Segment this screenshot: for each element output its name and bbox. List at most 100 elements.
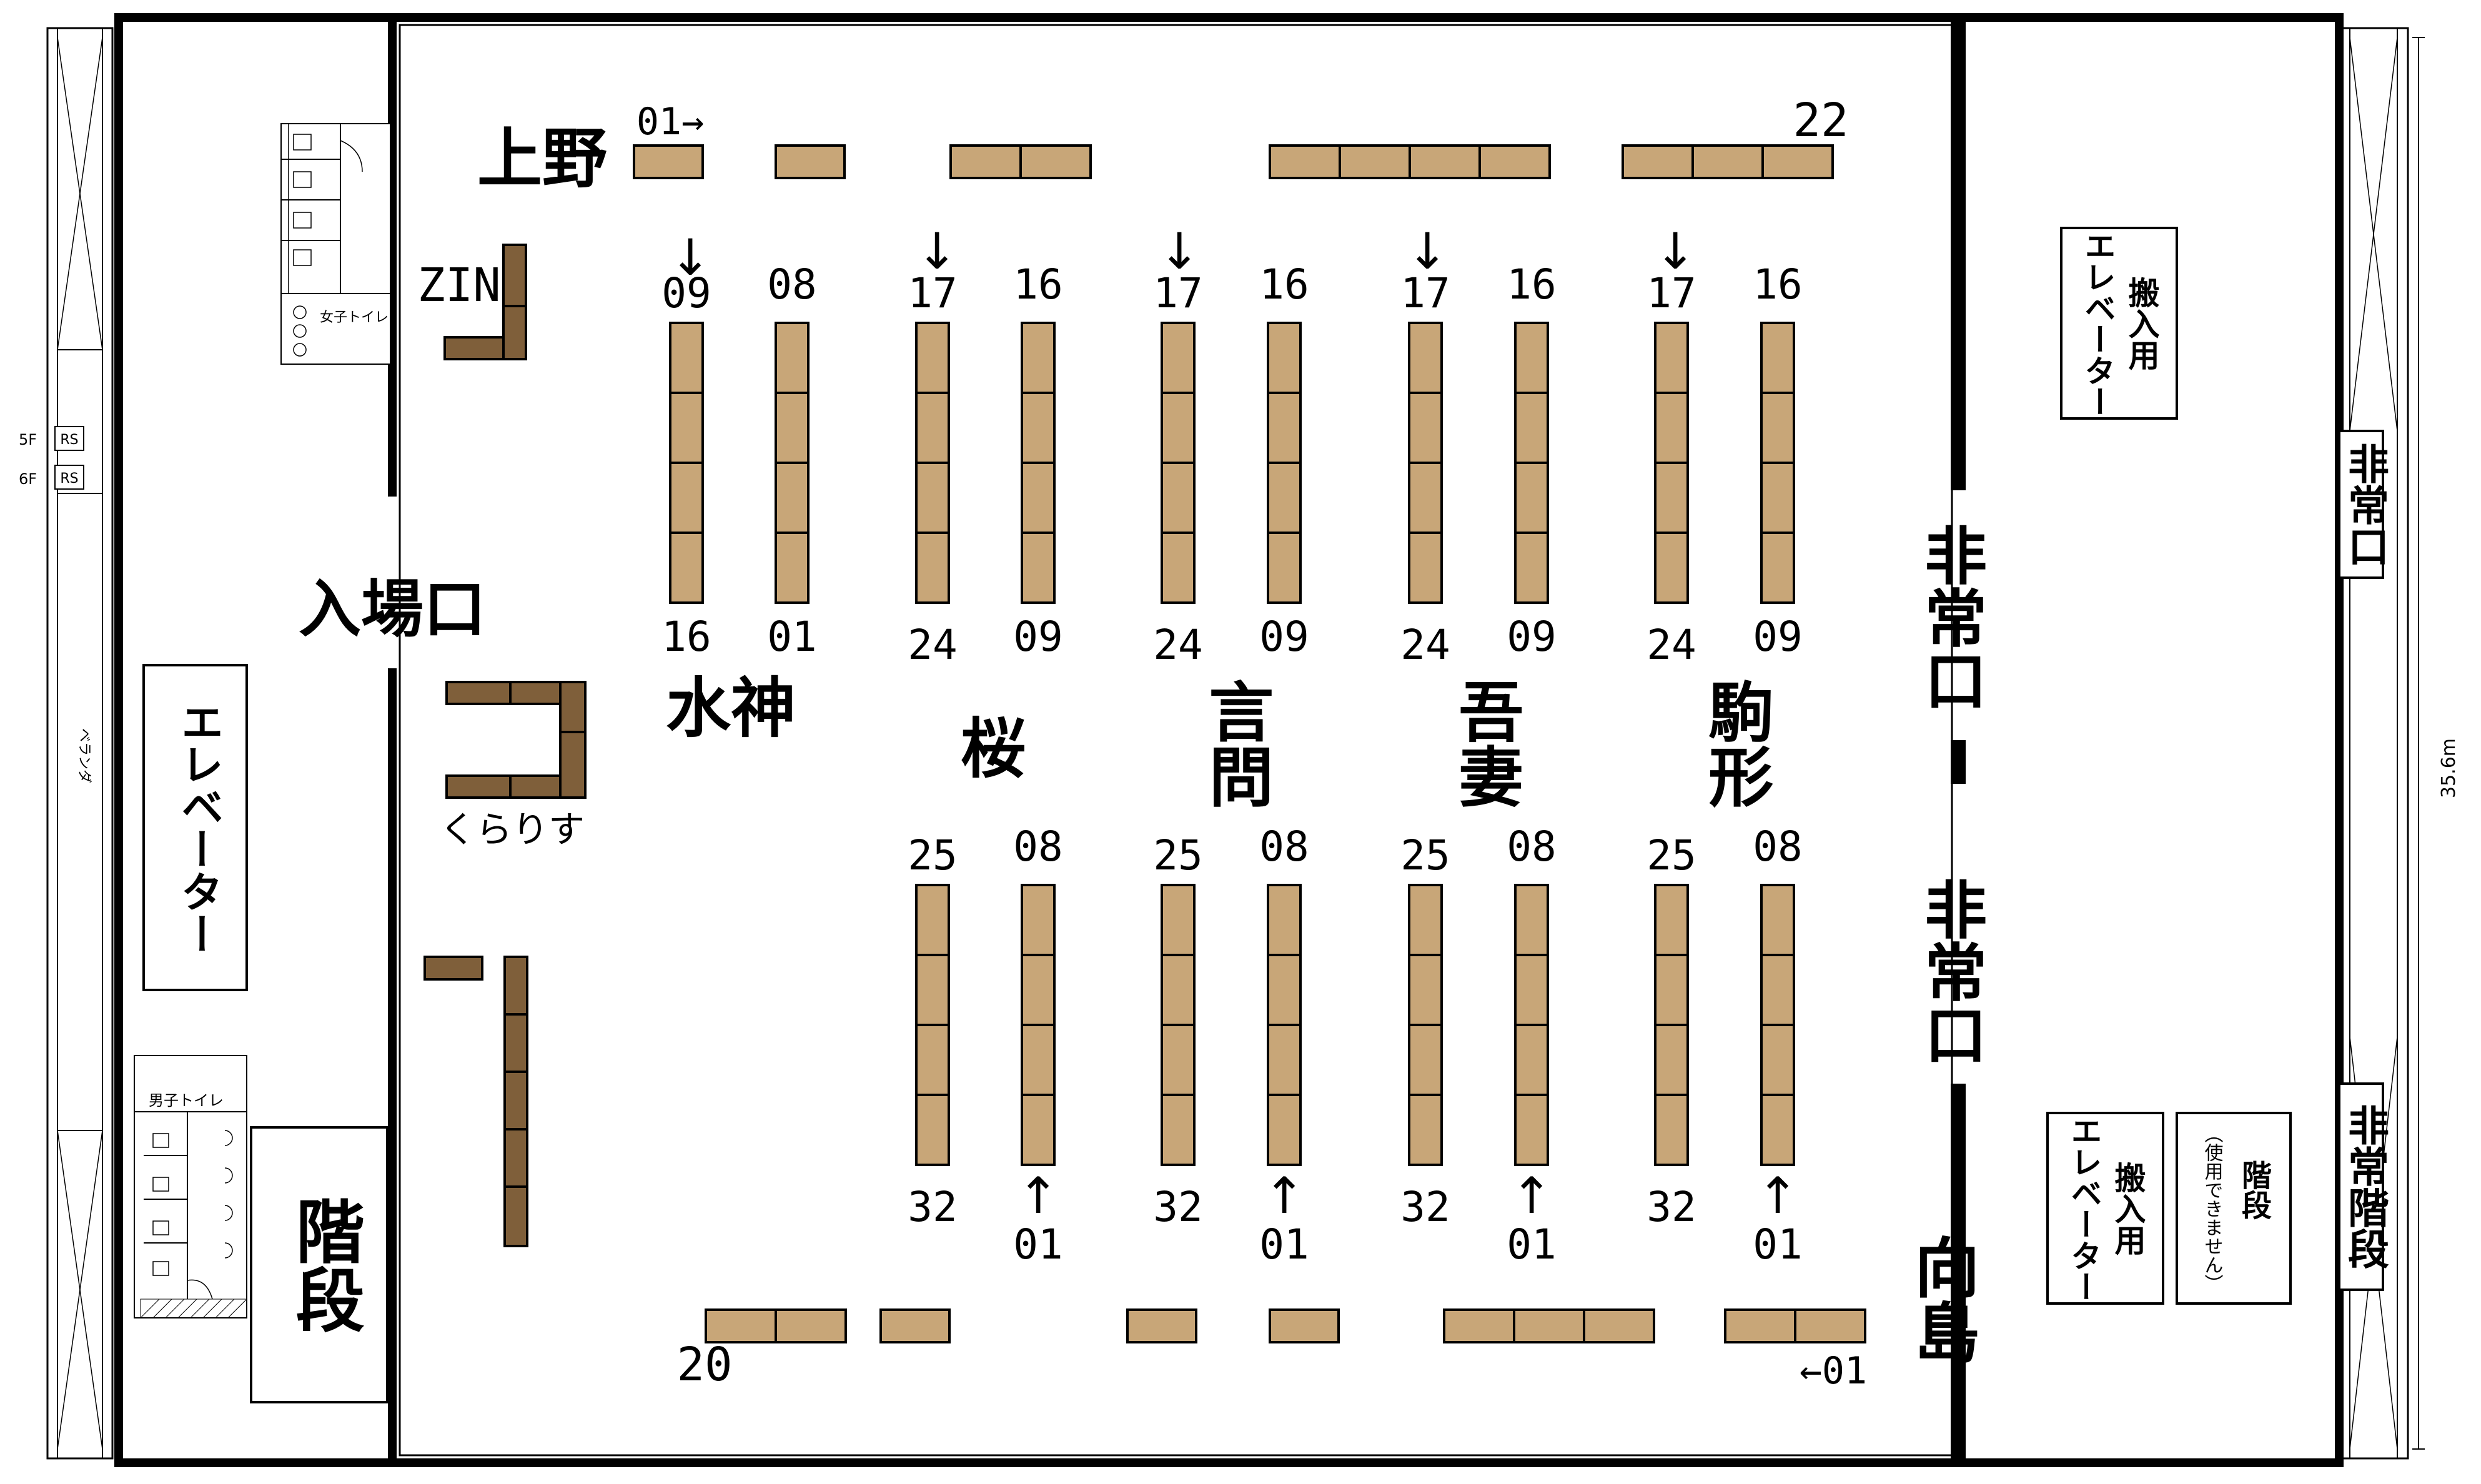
stairs-right-label: 階段 xyxy=(2236,1160,2272,1220)
col-number: 09 xyxy=(661,269,711,317)
bottom-start-label: 20 xyxy=(676,1338,732,1392)
col-number: 01 xyxy=(767,613,816,661)
col-number: 24 xyxy=(1647,621,1696,669)
col-number: 25 xyxy=(1647,831,1696,879)
col-number: 08 xyxy=(1753,823,1802,871)
booth-table xyxy=(1724,1308,1796,1343)
col-number: 32 xyxy=(1400,1183,1450,1231)
top-end-label: 22 xyxy=(1793,94,1848,147)
area-ueno: 上野 xyxy=(477,121,607,197)
width-dimension: 35.6m xyxy=(2438,738,2460,798)
cargo-elevator-bottom-line2: エレベーター xyxy=(2066,1115,2102,1302)
balcony-label: ベランダ xyxy=(76,728,92,783)
booth-table xyxy=(1019,144,1092,179)
zin-booth-lower xyxy=(502,305,527,360)
kurarisu-booth xyxy=(445,681,512,705)
kurarisu-booth xyxy=(509,681,562,705)
emergency-exit-upper: 非常口 xyxy=(1914,523,1987,711)
cargo-elevator-bottom-line1: 搬入用 xyxy=(2110,1162,2146,1255)
booth-table xyxy=(1409,144,1481,179)
col-number: 16 xyxy=(1507,260,1556,309)
col-number: 01 xyxy=(1753,1220,1802,1269)
col-number: 17 xyxy=(1153,269,1202,317)
emergency-exit-side-label: 非常口 xyxy=(2341,443,2389,566)
rs-5f-label: RS xyxy=(60,432,78,448)
emergency-stairs-box: 非常階段 xyxy=(2338,1082,2389,1291)
kurarisu-booth xyxy=(559,681,587,733)
booth-table xyxy=(1126,1308,1197,1343)
booth-table xyxy=(1478,144,1551,179)
booth-table xyxy=(1691,144,1764,179)
col-number: 16 xyxy=(661,613,711,661)
booth-table xyxy=(775,144,846,179)
down-arrow: ↓ xyxy=(669,229,711,287)
booth-table xyxy=(1794,1308,1866,1343)
stairs-left-label: 階段 xyxy=(284,1196,364,1333)
top-start-label: 01→ xyxy=(636,100,704,144)
area-komagata: 駒形 xyxy=(1697,678,1773,808)
booth-table xyxy=(879,1308,951,1343)
col-number: 01 xyxy=(1259,1220,1309,1269)
bottom-end-label: ←01 xyxy=(1800,1349,1867,1393)
kurarisu-booth xyxy=(559,731,587,799)
booth-table xyxy=(633,144,704,179)
col-number: 09 xyxy=(1013,613,1062,661)
kurarisu-booth xyxy=(509,774,562,799)
col-number: 32 xyxy=(908,1183,957,1231)
col-number: 08 xyxy=(767,260,816,309)
col-number: 32 xyxy=(1153,1183,1202,1231)
cargo-elevator-bottom: 搬入用 エレベーター xyxy=(2046,1112,2164,1305)
col-number: 01 xyxy=(1013,1220,1062,1269)
cargo-elevator-top-line2: エレベーター xyxy=(2080,230,2116,417)
side-booth xyxy=(503,1128,528,1188)
side-booth xyxy=(423,956,483,981)
emergency-exit-side-box: 非常口 xyxy=(2338,430,2389,579)
booth-table xyxy=(949,144,1022,179)
left-balcony: ベランダ 5F 6F RS RS xyxy=(19,27,114,1460)
down-arrow: ↓ xyxy=(1158,222,1200,280)
mens-toilet-label: 男子トイレ xyxy=(149,1092,224,1109)
building-walls xyxy=(114,13,2344,1467)
col-number: 17 xyxy=(1647,269,1696,317)
col-number: 08 xyxy=(1507,823,1556,871)
booth-table xyxy=(1583,1308,1655,1343)
area-azuma: 吾妻 xyxy=(1447,678,1523,808)
col-number: 32 xyxy=(1647,1183,1696,1231)
col-number: 08 xyxy=(1013,823,1062,871)
col-number: 09 xyxy=(1507,613,1556,661)
booth-table xyxy=(1443,1308,1515,1343)
rs-6f-label: RS xyxy=(60,471,78,487)
col-number: 17 xyxy=(908,269,957,317)
booth-table xyxy=(1761,144,1834,179)
col-number: 01 xyxy=(1507,1220,1556,1269)
booth-table xyxy=(775,1308,847,1343)
col-number: 25 xyxy=(908,831,957,879)
side-booth xyxy=(503,1071,528,1130)
col-number: 25 xyxy=(1400,831,1450,879)
down-arrow: ↓ xyxy=(1654,222,1696,280)
floor-5f-label: 5F xyxy=(19,431,37,448)
cargo-elevator-top: 搬入用 エレベーター xyxy=(2060,227,2178,420)
elevator-left: エレベーター xyxy=(142,664,248,991)
lower-columns xyxy=(915,884,1795,1166)
col-number: 09 xyxy=(1259,613,1309,661)
entrance-label: 入場口 xyxy=(299,573,486,646)
up-arrow: ↑ xyxy=(1756,1167,1798,1225)
upper-columns xyxy=(669,322,1795,604)
col-number: 09 xyxy=(1753,613,1802,661)
up-arrow: ↑ xyxy=(1263,1167,1305,1225)
zin-booth-upper xyxy=(502,244,527,307)
area-kurarisu: くらりす xyxy=(440,808,585,851)
col-number: 25 xyxy=(1153,831,1202,879)
booth-tables xyxy=(633,144,1866,1343)
stairs-right: 階段 （使用できません） xyxy=(2176,1112,2292,1305)
col-number: 24 xyxy=(1153,621,1202,669)
booth-table xyxy=(1622,144,1694,179)
side-booth xyxy=(503,956,528,1016)
cargo-elevator-top-line1: 搬入用 xyxy=(2124,277,2160,370)
side-booth xyxy=(503,1013,528,1073)
special-booths xyxy=(423,244,587,1247)
booth-numbers: 01→ 22 20 ←01 ↓ ↓ ↓ ↓ ↓ 09 08 17 16 17 1… xyxy=(636,94,1867,1393)
booth-table xyxy=(705,1308,777,1343)
